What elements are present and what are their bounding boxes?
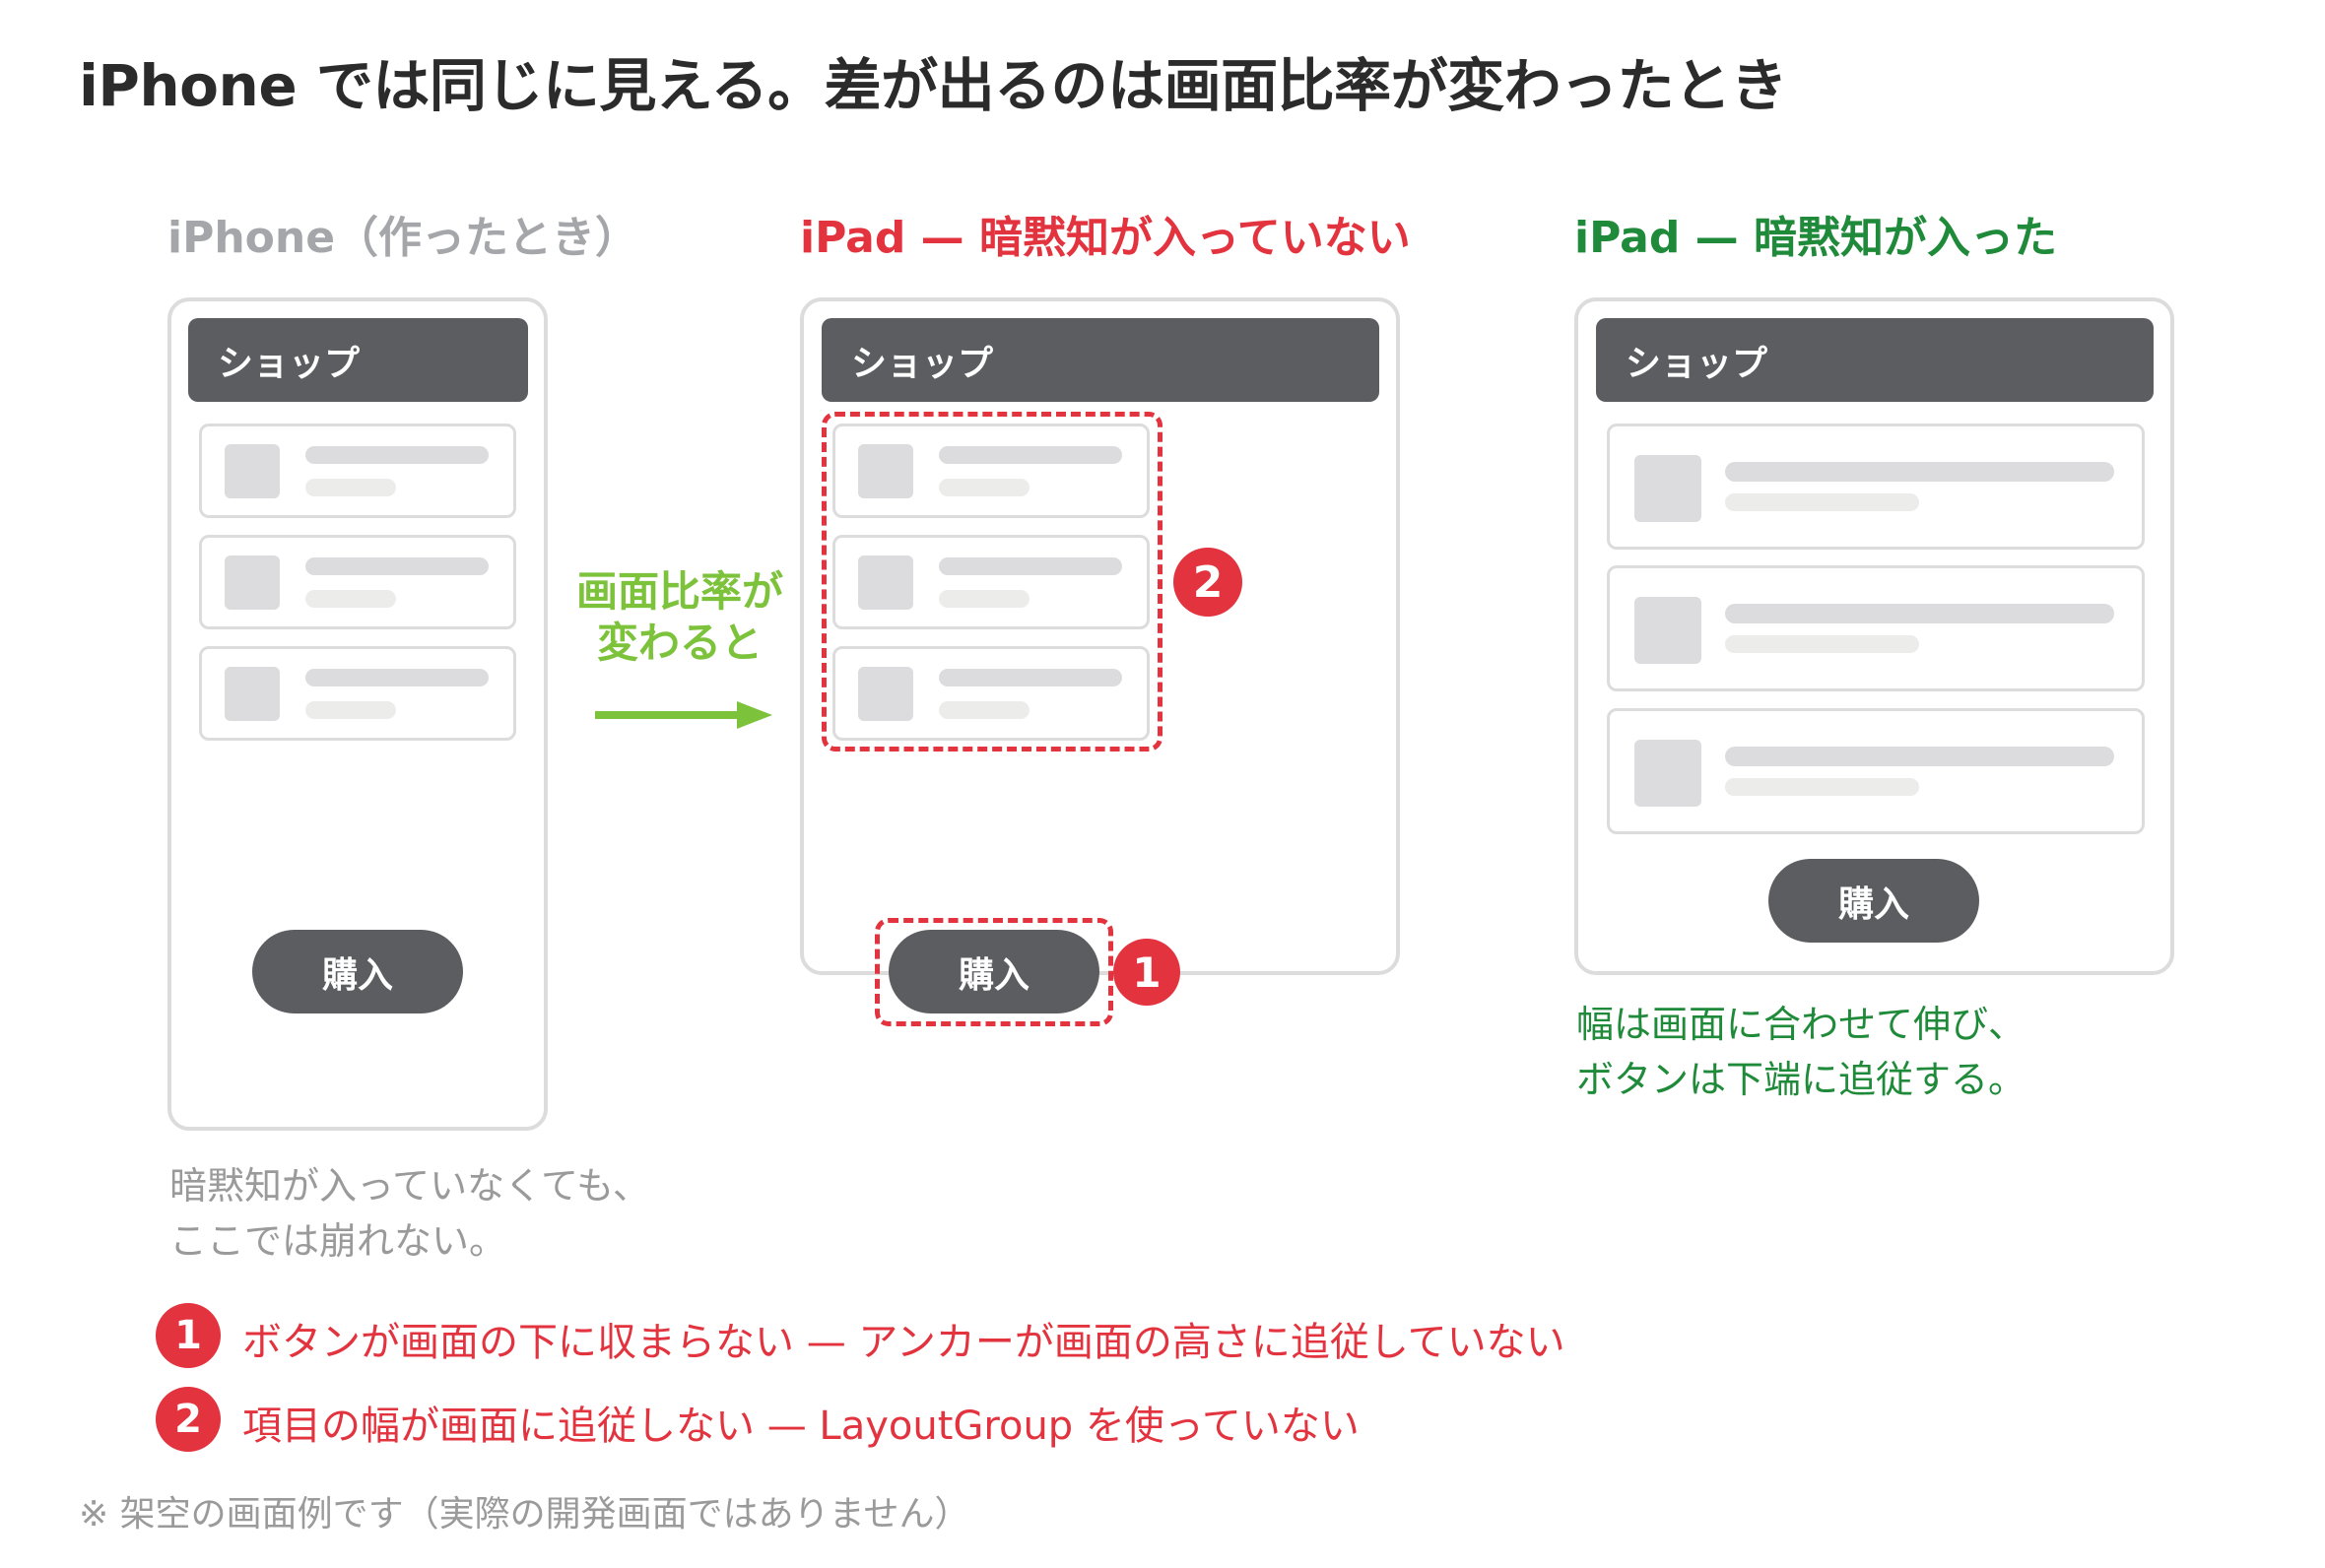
item-subtitle-placeholder <box>939 590 1030 608</box>
item-thumbnail <box>225 555 280 610</box>
ipad-bad-navbar: ショップ <box>822 318 1379 402</box>
button-highlight <box>875 918 1113 1026</box>
list-item <box>1607 424 2145 550</box>
item-thumbnail <box>225 667 280 721</box>
arrow-label: 画面比率が 変わると <box>571 566 788 669</box>
badge-one: 1 <box>1113 939 1180 1006</box>
item-thumbnail <box>858 667 913 721</box>
iphone-navbar: ショップ <box>188 318 528 402</box>
ipad-bad-heading: iPad — 暗黙知が入っていない <box>800 213 1411 263</box>
item-subtitle-placeholder <box>305 479 396 496</box>
item-subtitle-placeholder <box>939 479 1030 496</box>
item-thumbnail <box>1634 597 1701 664</box>
iphone-heading: iPhone（作ったとき） <box>167 213 639 263</box>
navbar-title: ショップ <box>218 343 361 384</box>
legend-text-one: ボタンが画面の下に収まらない — アンカーが画面の高さに追従していない <box>242 1320 1565 1365</box>
iphone-note: 暗黙知が入っていなくても、 ここでは崩れない。 <box>169 1158 650 1269</box>
item-thumbnail <box>858 444 913 498</box>
buy-button[interactable]: 購入 <box>1768 859 1979 943</box>
page-title: iPhone では同じに見える。差が出るのは画面比率が変わったとき <box>79 52 1788 119</box>
footer-note: ※ 架空の画面例です（実際の開発画面ではありません） <box>79 1494 970 1535</box>
iphone-note-line2: ここでは崩れない。 <box>169 1219 507 1263</box>
badge-two: 2 <box>1173 548 1242 617</box>
item-thumbnail <box>225 444 280 498</box>
right-arrow-icon <box>595 701 772 729</box>
list-item <box>1607 565 2145 691</box>
item-thumbnail <box>1634 455 1701 522</box>
item-title-placeholder <box>1725 604 2114 623</box>
item-thumbnail <box>858 555 913 610</box>
ipad-good-heading: iPad — 暗黙知が入った <box>1574 213 2057 263</box>
buy-button[interactable]: 購入 <box>889 930 1099 1013</box>
list-item <box>199 535 516 629</box>
item-subtitle-placeholder <box>305 590 396 608</box>
legend-badge-one: 1 <box>156 1303 221 1368</box>
buy-button[interactable]: 購入 <box>252 930 463 1013</box>
ipad-bad-frame <box>800 297 1400 975</box>
ipad-good-navbar: ショップ <box>1596 318 2154 402</box>
list-item <box>832 535 1150 629</box>
item-thumbnail <box>1634 740 1701 807</box>
item-title-placeholder <box>1725 462 2114 482</box>
list-item <box>832 646 1150 741</box>
list-item <box>199 424 516 518</box>
item-subtitle-placeholder <box>1725 493 1919 511</box>
item-subtitle-placeholder <box>1725 778 1919 796</box>
item-title-placeholder <box>939 446 1122 464</box>
item-title-placeholder <box>305 446 489 464</box>
item-subtitle-placeholder <box>1725 635 1919 653</box>
ipad-good-note-line1: 幅は画面に合わせて伸び、 <box>1576 1003 2026 1046</box>
navbar-title: ショップ <box>851 343 994 384</box>
item-title-placeholder <box>1725 747 2114 766</box>
item-title-placeholder <box>305 669 489 686</box>
legend-badge-two: 2 <box>156 1387 221 1452</box>
ipad-good-note-line2: ボタンは下端に追従する。 <box>1576 1058 2026 1101</box>
item-title-placeholder <box>939 557 1122 575</box>
legend-text-two: 項目の幅が画面に追従しない — LayoutGroup を使っていない <box>242 1404 1360 1449</box>
list-item <box>1607 708 2145 834</box>
list-item <box>832 424 1150 518</box>
item-title-placeholder <box>939 669 1122 686</box>
arrow-label-line2: 変わると <box>596 619 763 667</box>
arrow-label-line1: 画面比率が <box>575 567 783 616</box>
items-highlight <box>822 412 1162 751</box>
item-subtitle-placeholder <box>939 701 1030 719</box>
item-title-placeholder <box>305 557 489 575</box>
list-item <box>199 646 516 741</box>
navbar-title: ショップ <box>1626 343 1768 384</box>
ipad-good-note: 幅は画面に合わせて伸び、 ボタンは下端に追従する。 <box>1576 997 2026 1107</box>
iphone-note-line1: 暗黙知が入っていなくても、 <box>169 1164 650 1208</box>
item-subtitle-placeholder <box>305 701 396 719</box>
